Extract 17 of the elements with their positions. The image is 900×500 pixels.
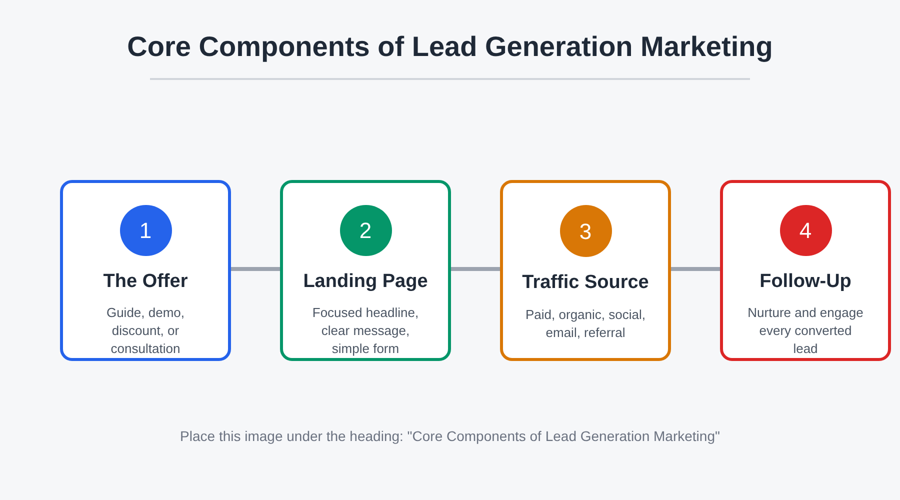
connector-line [231,267,280,271]
step-card [720,180,891,361]
step-heading: Follow-Up [760,270,852,294]
step-description: Focused headline, clear message, simple form [311,304,420,358]
connector-line [451,267,500,271]
caption: Place this image under the heading: "Core Components of Lead Generation Marketing" [180,427,720,446]
step-description: Nurture and engage every converted lead [746,304,864,358]
step-description: Paid, organic, social, email, referral [526,306,646,342]
title: Core Components of Lead Generation Marketing [127,30,773,64]
step-description: Guide, demo, discount, or consultation [105,304,186,358]
step-card [60,180,231,361]
step-heading: The Offer [103,270,188,294]
step-card [500,180,671,361]
step-card [280,180,451,361]
connector-line [671,267,720,271]
step-heading: Landing Page [303,270,428,294]
step-heading: Traffic Source [522,271,649,295]
